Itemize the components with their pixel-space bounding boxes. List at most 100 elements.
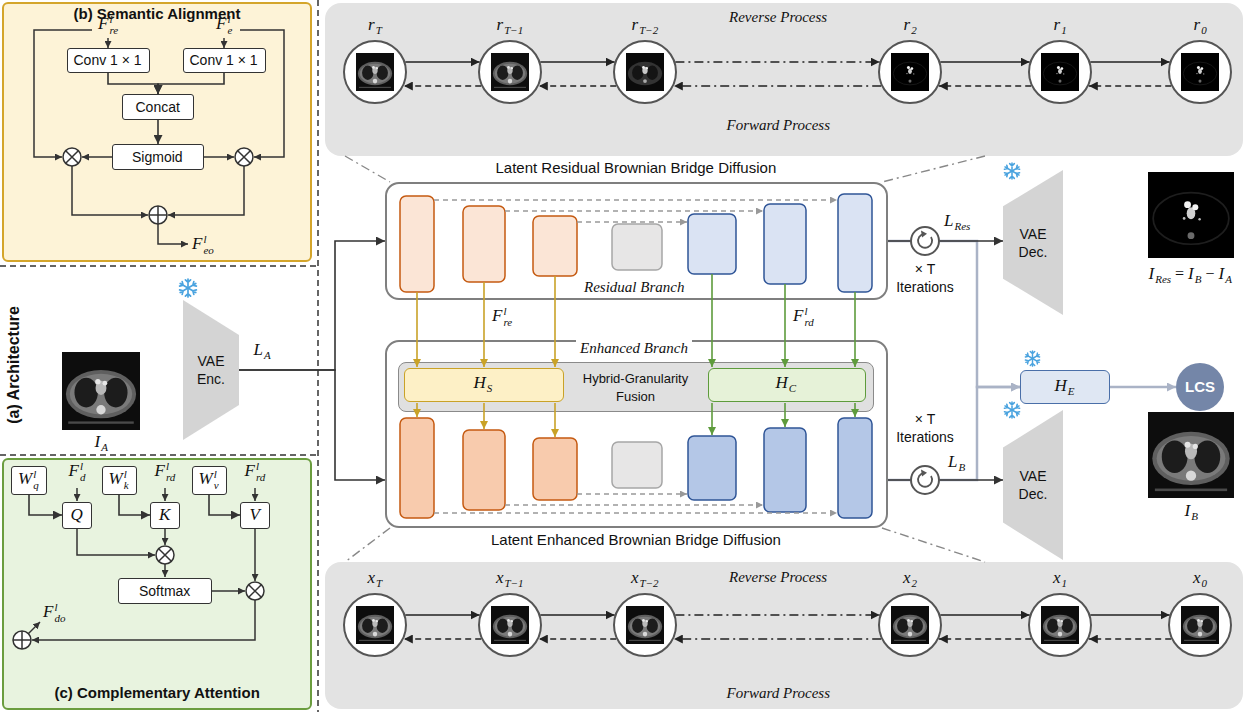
math-symbol: W <box>109 469 123 488</box>
text-block: VAE Enc. <box>186 352 236 388</box>
connector <box>405 614 479 616</box>
text-block: Wlk <box>109 469 129 491</box>
math-symbol: H <box>474 373 486 392</box>
text-block: Sigmoid <box>132 148 183 166</box>
state-circle: x2 <box>878 593 942 657</box>
key-box: K <box>150 502 180 529</box>
math-expression: r1 <box>1054 15 1067 37</box>
math-expression: Flre <box>492 306 512 328</box>
math-expression: x2 <box>903 568 917 590</box>
math-symbol: F <box>216 14 226 33</box>
text-block: rT−1 <box>497 15 524 37</box>
math-subscript: e <box>227 25 232 36</box>
math-subscript: 2 <box>912 577 918 589</box>
trapezoid-shape <box>1003 170 1063 315</box>
math-subscript: re <box>503 317 512 328</box>
connector <box>119 495 150 516</box>
math-symbol: F <box>98 14 108 33</box>
panel: (c) Complementary AttentionWlqWlkWlvQKVS… <box>2 458 312 710</box>
state-circle: x1 <box>1028 593 1092 657</box>
text-block: Hybrid-Granularity Fusion <box>570 369 702 405</box>
math-symbol: Q <box>71 505 83 524</box>
text-block: Fld <box>69 461 86 483</box>
math-superscript: l <box>203 234 213 245</box>
math-subscript: C <box>789 382 796 394</box>
math-script-stack: lre <box>109 14 118 36</box>
text-block: rT <box>368 15 382 37</box>
state-circle: xT <box>343 593 407 657</box>
math-symbol: I <box>1219 264 1225 283</box>
math-script-stack: lv <box>214 469 219 491</box>
math-symbol: L <box>948 452 957 471</box>
math-superscript: l <box>124 469 129 480</box>
math-symbol: I <box>95 432 101 451</box>
state-circle: xT−2 <box>613 593 677 657</box>
text-block: Latent Residual Brownian Bridge Diffusio… <box>496 159 777 177</box>
math-subscript: E <box>1068 385 1075 397</box>
weight-box: Wlk <box>102 466 137 495</box>
math-superscript: l <box>256 461 265 472</box>
weight-box: Wlv <box>192 466 227 495</box>
math-script-stack: ldo <box>54 602 65 624</box>
math-symbol: H <box>776 373 788 392</box>
connector <box>888 387 1020 480</box>
math-expression: HC <box>776 373 797 395</box>
connector <box>939 638 1031 640</box>
process-panel: Reverse ProcessForward ProcessrTrT−1rT−2… <box>325 3 1243 156</box>
value-box: V <box>240 502 270 529</box>
math-subscript: A <box>101 441 108 453</box>
math-subscript: 1 <box>1062 577 1068 589</box>
math-script-stack: leo <box>203 234 213 256</box>
text-block: K <box>159 505 170 525</box>
label: Latent Residual Brownian Bridge Diffusio… <box>496 159 777 176</box>
math-subscript: rd <box>166 472 175 483</box>
text-block: Flre <box>492 306 512 328</box>
math-symbol: x <box>1053 568 1061 587</box>
math-script-stack: lk <box>124 469 129 491</box>
math-symbol: x <box>1193 568 1201 587</box>
math-expression: LRes <box>944 211 970 233</box>
connector <box>539 85 616 87</box>
math-symbol: L <box>254 340 263 359</box>
fusion-module: HS <box>404 368 564 402</box>
math-expression: HE <box>1055 376 1075 398</box>
math-subscript: Res <box>954 220 970 232</box>
math-superscript: l <box>214 469 219 480</box>
text-block: Forward Process <box>727 116 830 134</box>
math-expression: Flre <box>98 14 118 36</box>
math-symbol: F <box>155 461 165 480</box>
text-block: Reverse Process <box>729 568 827 586</box>
math-subscript: T−2 <box>640 577 659 589</box>
math-subscript: S <box>487 382 493 394</box>
text-block: x0 <box>1193 568 1207 590</box>
text-block: HC <box>776 373 797 395</box>
connector <box>940 614 1029 616</box>
math-subscript: rd <box>256 472 265 483</box>
math-expression: V <box>250 505 260 525</box>
conv-box: Conv 1 × 1 <box>183 48 266 73</box>
text-block: (c) Complementary Attention <box>55 684 260 702</box>
label: Latent Enhanced Brownian Bridge Diffusio… <box>491 531 781 548</box>
state-circle: rT−1 <box>478 40 542 104</box>
math-operator: − <box>1206 265 1215 282</box>
text-block: Latent Enhanced Brownian Bridge Diffusio… <box>491 531 781 549</box>
label: VAE Dec. <box>1019 468 1048 502</box>
connector <box>674 638 881 640</box>
connector <box>888 479 1003 481</box>
math-subscript: T−1 <box>504 24 523 36</box>
math-symbol: V <box>250 505 260 524</box>
connector <box>404 638 481 640</box>
math-symbol: W <box>199 469 213 488</box>
trapezoid-shape <box>1003 410 1063 560</box>
math-expression: Fleo <box>192 234 214 256</box>
math-expression: Wlv <box>199 469 219 491</box>
text-block: r2 <box>904 15 917 37</box>
connector <box>939 85 1031 87</box>
math-expression: r2 <box>904 15 917 37</box>
label: Reverse Process <box>729 569 827 585</box>
label: Enhanced Branch <box>576 340 692 356</box>
text-block: Concat <box>136 98 180 116</box>
